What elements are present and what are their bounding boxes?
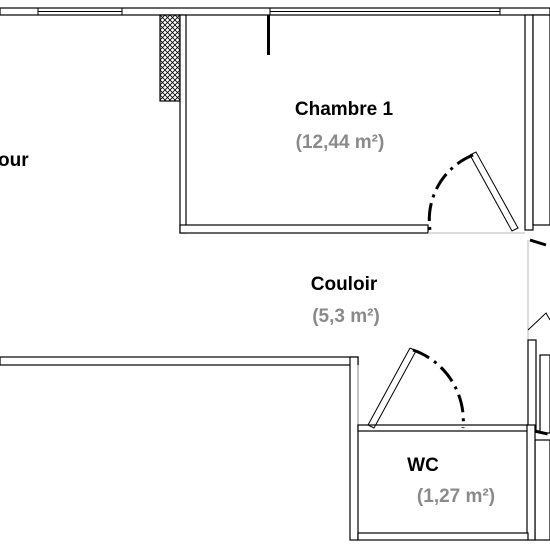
ventilation-duct [159,14,181,102]
chambre-area: (12,44 m²) [296,132,385,153]
wc-walls [357,424,536,541]
chambre-door[interactable] [427,151,519,232]
wc-door[interactable] [367,347,465,429]
wc-label: WC [407,455,439,476]
chambre-label: Chambre 1 [295,99,394,120]
sejour-bottom-wall [0,356,359,541]
couloir-right-wall [527,238,550,436]
wc-area: (1,27 m²) [417,486,495,507]
chambre-walls [179,14,534,234]
top-exterior-wall [0,7,550,16]
couloir-area: (5,3 m²) [312,306,380,327]
sejour-label-fragment: our [0,150,29,171]
couloir-label: Couloir [311,274,378,295]
